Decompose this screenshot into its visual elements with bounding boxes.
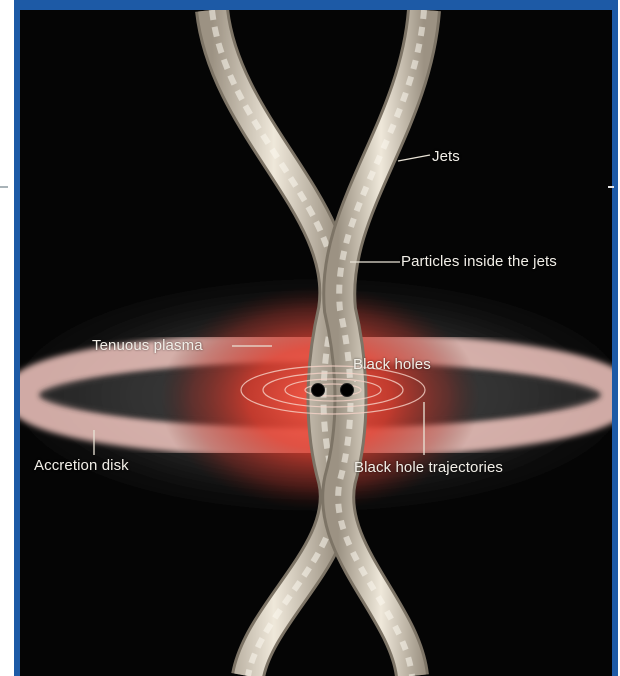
label-black-hole-trajectories: Black hole trajectories	[354, 459, 503, 477]
diagram-canvas: Jets Particles inside the jets Tenuous p…	[20, 10, 612, 676]
label-tenuous-plasma: Tenuous plasma	[92, 337, 203, 355]
figure-frame: Jets Particles inside the jets Tenuous p…	[14, 0, 618, 676]
label-particles-inside-jets: Particles inside the jets	[401, 253, 557, 271]
black-hole-left	[312, 384, 325, 397]
label-black-holes: Black holes	[353, 356, 431, 374]
leader-jets	[398, 155, 430, 161]
label-jets: Jets	[432, 148, 460, 166]
black-hole-right	[341, 384, 354, 397]
margin-tick-left	[0, 186, 8, 188]
margin-tick-right	[608, 186, 614, 188]
label-accretion-disk: Accretion disk	[34, 457, 129, 475]
